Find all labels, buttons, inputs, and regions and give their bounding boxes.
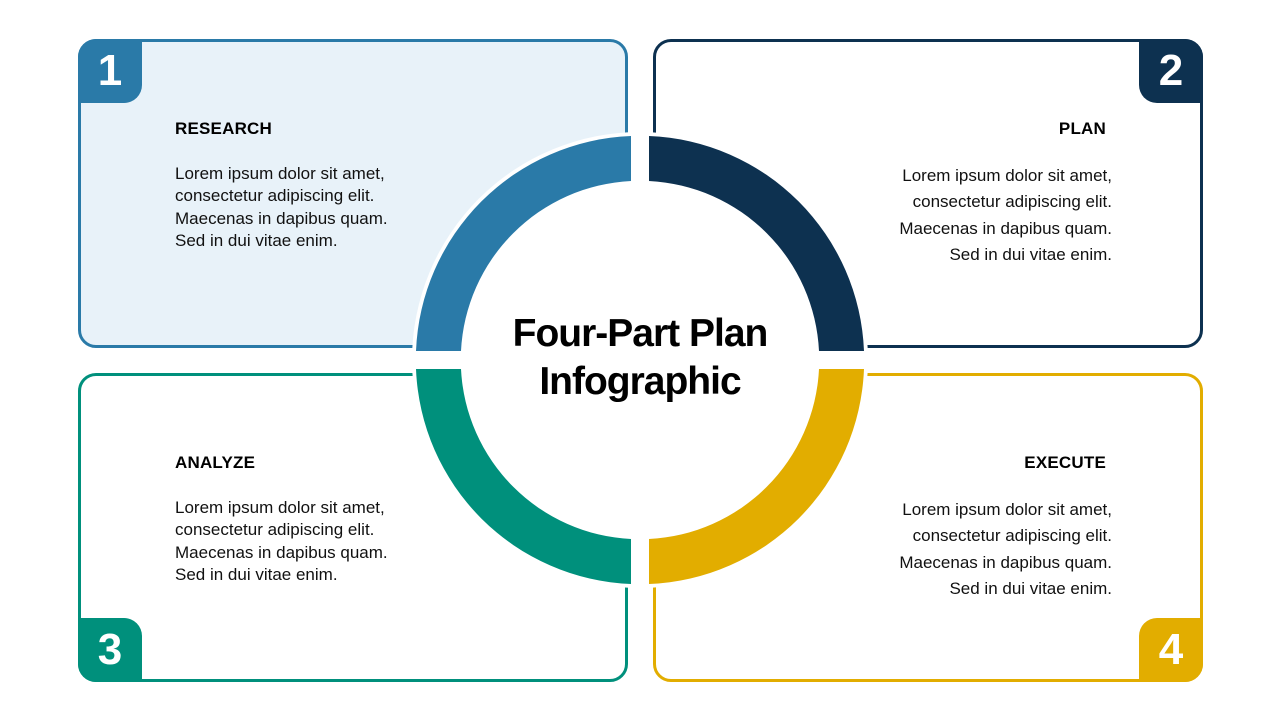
ring-segment-analyze bbox=[416, 369, 631, 584]
ring-backdrop bbox=[412, 132, 868, 588]
description-line: Lorem ipsum dolor sit amet, bbox=[175, 164, 385, 183]
step-description-analyze: Lorem ipsum dolor sit amet, consectetur … bbox=[175, 497, 435, 586]
description-line: consectetur adipiscing elit. bbox=[175, 520, 375, 540]
ring-segment-research bbox=[416, 136, 631, 351]
step-description-plan: Lorem ipsum dolor sit amet, consectetur … bbox=[852, 163, 1112, 268]
description-line: Sed in dui vitae enim. bbox=[949, 578, 1112, 598]
step-heading-analyze: ANALYZE bbox=[175, 453, 256, 472]
infographic-title: Four-Part Plan Infographic bbox=[470, 310, 810, 406]
title-line-2: Infographic bbox=[539, 360, 741, 403]
step-number-badge-3: 3 bbox=[78, 618, 142, 682]
description-line: Sed in dui vitae enim. bbox=[949, 244, 1112, 264]
step-heading-plan: PLAN bbox=[1058, 119, 1106, 138]
description-line: Maecenas in dapibus quam. bbox=[899, 218, 1112, 238]
title-line-1: Four-Part Plan bbox=[512, 312, 769, 355]
description-line: Sed in dui vitae enim. bbox=[175, 230, 338, 250]
step-heading-research: RESEARCH bbox=[175, 119, 273, 138]
description-line: consectetur adipiscing elit. bbox=[912, 192, 1112, 212]
description-line: Lorem ipsum dolor sit amet, bbox=[902, 166, 1112, 185]
description-line: Maecenas in dapibus quam. bbox=[175, 208, 388, 228]
description-line: Sed in dui vitae enim. bbox=[175, 564, 338, 584]
description-line: Maecenas in dapibus quam. bbox=[899, 552, 1112, 572]
description-line: Maecenas in dapibus quam. bbox=[175, 542, 388, 562]
step-description-research: Lorem ipsum dolor sit amet, consectetur … bbox=[175, 163, 435, 252]
step-number-badge-4: 4 bbox=[1139, 618, 1203, 682]
step-number-badge-1: 1 bbox=[78, 39, 142, 103]
ring-segment-execute bbox=[649, 369, 864, 584]
description-line: Lorem ipsum dolor sit amet, bbox=[175, 498, 385, 517]
description-line: Lorem ipsum dolor sit amet, bbox=[902, 500, 1112, 519]
step-heading-execute: EXECUTE bbox=[1024, 453, 1106, 472]
step-description-execute: Lorem ipsum dolor sit amet, consectetur … bbox=[852, 497, 1112, 602]
ring-segment-plan bbox=[649, 136, 864, 351]
description-line: consectetur adipiscing elit. bbox=[175, 186, 375, 206]
step-number-badge-2: 2 bbox=[1139, 39, 1203, 103]
description-line: consectetur adipiscing elit. bbox=[912, 526, 1112, 546]
